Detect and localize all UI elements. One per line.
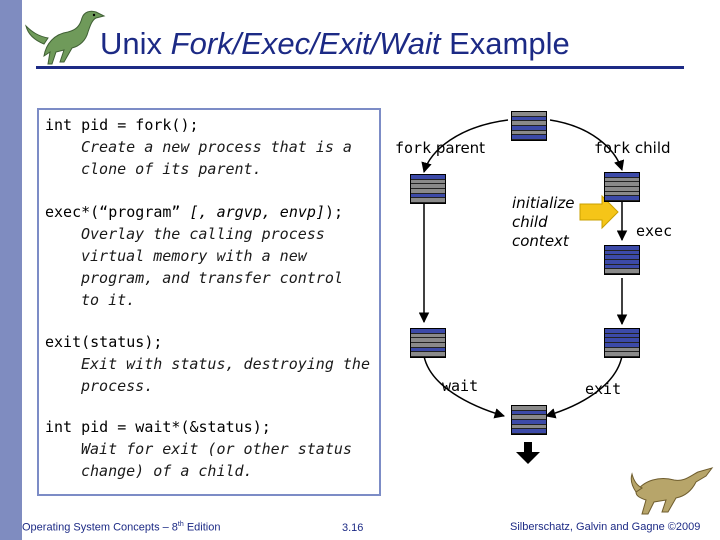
process-stripe: [411, 193, 445, 199]
process-stripe: [605, 343, 639, 348]
title-prefix: Unix: [100, 26, 171, 61]
note-exec-line-1: Overlay the calling process: [81, 225, 325, 243]
note-fork-line-2: clone of its parent.: [81, 160, 262, 178]
initialize-line-2: child: [512, 213, 548, 231]
process-stripe: [605, 246, 639, 251]
note-fork-line-1: Create a new process that is a: [81, 138, 352, 156]
note-wait-line-2: change) of a child.: [81, 462, 253, 480]
process-stripe: [411, 184, 445, 190]
process-stripe: [411, 338, 445, 344]
dinosaur-footer-icon: [630, 467, 714, 515]
wait-label: wait: [442, 377, 479, 395]
process-stripe: [411, 175, 445, 180]
process-stripe: [512, 116, 546, 122]
code-line-wait: int pid = wait*(&status);: [45, 418, 271, 436]
process-stripe: [411, 329, 445, 334]
process-stripe: [411, 352, 445, 358]
process-stripe: [605, 333, 639, 339]
arrow-fork-child: [549, 119, 625, 172]
process-stripe: [512, 429, 546, 435]
page-number: 3.16: [342, 522, 364, 534]
process-stripe: [605, 329, 639, 334]
process-stripe: [411, 343, 445, 348]
left-decorative-bar: [0, 0, 22, 540]
process-stripe: [512, 126, 546, 131]
title-underline: [36, 66, 684, 69]
process-stripe: [605, 264, 639, 270]
arrow-fork-parent: [421, 119, 509, 174]
process-stripe: [605, 182, 639, 188]
process-stripe: [605, 191, 639, 197]
initialize-child-context-label: initialize child context: [512, 194, 575, 251]
process-stripe: [605, 255, 639, 261]
process-stripe: [411, 179, 445, 185]
note-exit-line-2: process.: [81, 377, 154, 395]
initialize-line-3: context: [512, 232, 569, 250]
note-exec-line-4: to it.: [81, 291, 136, 309]
note-exit-line-1: Exit with status, destroying the: [81, 355, 370, 373]
exec-label: exec: [636, 222, 673, 240]
process-stripe: [512, 130, 546, 136]
arrow-exit: [544, 355, 623, 419]
down-arrow-icon: [516, 442, 540, 464]
slide-title: Unix Fork/Exec/Exit/Wait Example: [100, 26, 570, 62]
process-stripe: [512, 410, 546, 416]
process-stripe: [411, 347, 445, 353]
fork-parent-label: fork parent: [395, 139, 486, 157]
process-stripe: [605, 173, 639, 178]
note-exec-line-3: program, and transfer control: [81, 269, 343, 287]
process-stripe: [512, 415, 546, 421]
process-stripe: [411, 189, 445, 194]
process-child-exit-icon: [604, 328, 640, 358]
process-stripe: [605, 250, 639, 256]
process-stripe: [512, 420, 546, 425]
process-parent-wait-icon: [410, 328, 446, 358]
process-stripe: [605, 352, 639, 358]
process-stripe: [605, 260, 639, 265]
note-wait-line-1: Wait for exit (or other status: [81, 440, 352, 458]
code-line-exec: exec*(“program” [, argvp, envp]);: [45, 203, 344, 221]
process-stripe: [605, 187, 639, 192]
process-stripe: [512, 121, 546, 127]
process-stripe: [605, 196, 639, 202]
title-italic: Fork/Exec/Exit/Wait: [170, 26, 441, 61]
initialize-context-arrow-icon: [579, 194, 619, 230]
process-stripe: [605, 338, 639, 344]
process-stripe: [512, 112, 546, 117]
fork-child-label: fork child: [594, 139, 671, 157]
process-stripe: [512, 406, 546, 411]
process-stripe: [605, 269, 639, 275]
exit-label: exit: [585, 380, 622, 398]
process-stripe: [411, 333, 445, 339]
process-stripe: [512, 424, 546, 430]
process-stripe: [411, 198, 445, 204]
code-explanation-box: int pid = fork(); Create a new process t…: [37, 108, 381, 496]
process-child-exec-icon: [604, 245, 640, 275]
process-parent-left-icon: [410, 174, 446, 204]
dinosaur-logo-icon: [25, 10, 106, 65]
footer-course: Operating System Concepts – 8th Edition: [22, 521, 221, 534]
process-stripe: [605, 347, 639, 353]
initialize-line-1: initialize: [512, 194, 575, 212]
process-parent-top-icon: [511, 111, 547, 141]
process-stripe: [605, 177, 639, 183]
note-exec-line-2: virtual memory with a new: [81, 247, 307, 265]
process-lifecycle-diagram: [418, 119, 628, 464]
code-line-fork: int pid = fork();: [45, 116, 199, 134]
code-line-exit: exit(status);: [45, 333, 163, 351]
title-suffix: Example: [440, 26, 570, 61]
process-stripe: [512, 135, 546, 141]
arrow-wait: [423, 355, 506, 419]
process-child-right-icon: [604, 172, 640, 202]
footer-copyright: Silberschatz, Galvin and Gagne ©2009: [510, 521, 701, 533]
process-parent-final-icon: [511, 405, 547, 435]
